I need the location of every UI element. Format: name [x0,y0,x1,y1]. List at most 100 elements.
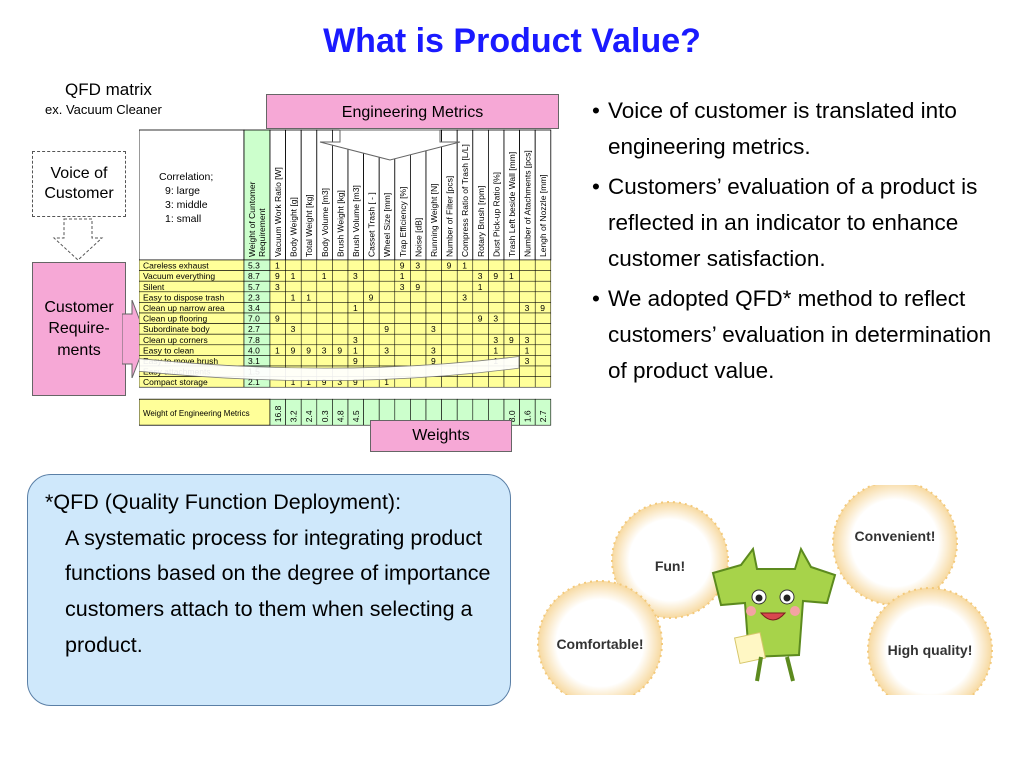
matrix-cell [378,302,396,314]
weight-row-label-cell [139,398,271,426]
matrix-cell [488,259,505,271]
matrix-cell [456,333,474,346]
matrix-cell [488,302,505,314]
matrix-cell-value: 3 [478,271,483,281]
matrix-cell-value: 1 [462,261,467,271]
matrix-cell [503,291,520,303]
matrix-cell [285,259,302,271]
matrix-cell [410,355,427,367]
matrix-cell [441,280,458,293]
matrix-cell-value: 3 [431,345,436,355]
qfd-definition-title: *QFD (Quality Function Deployment): [45,490,402,514]
matrix-cell [363,259,380,271]
matrix-cell [363,302,380,314]
matrix-cell [347,312,364,324]
matrix-cell [534,344,552,356]
matrix-cell-value: 9 [275,314,280,324]
matrix-cell-value: 1 [353,303,358,313]
matrix-cell-value: 9 [353,377,358,387]
requirement-label: Silent [143,282,165,292]
matrix-cell [347,280,364,293]
matrix-cell [363,355,380,367]
matrix-cell [534,323,552,335]
matrix-cell [363,280,380,293]
matrix-cell [410,312,427,324]
matrix-cell [503,376,520,388]
flow-swoosh-icon [139,356,520,382]
qfd-matrix-example: ex. Vacuum Cleaner [45,102,162,117]
bubble-convenient: Convenient! [832,485,958,606]
matrix-cell-value: 3 [400,282,405,292]
requirement-weight: 2.3 [248,292,260,302]
metric-header-text: Body Weight [g] [289,197,299,257]
requirement-label: Easy to dispose trash [143,292,225,302]
matrix-cell [503,312,520,324]
matrix-cell [363,323,380,335]
matrix-cell [300,259,318,271]
matrix-cell [441,291,458,303]
metric-header-text: Casset Trash [ - ] [367,192,377,257]
creq-line-2: Require- [48,320,110,338]
requirement-label: Vacuum everything [143,271,215,281]
matrix-cell [347,291,364,303]
matrix-cell-value: 9 [493,271,498,281]
matrix-cell [425,333,442,346]
metric-header-text: Wheel Size [mm] [382,193,392,257]
matrix-cell [285,355,302,367]
matrix-cell [300,302,318,314]
matrix-cell-value: 1 [478,282,483,292]
matrix-cell-value: 3 [275,282,280,292]
metric-header-text: Trash Left beside Wall [mm] [507,152,517,257]
matrix-cell [456,344,474,356]
weight-row-value: 4.5 [351,410,361,422]
matrix-cell-value: 9 [275,271,280,281]
correlation-legend-line: 3: middle [165,199,208,211]
matrix-cell [300,323,318,335]
metric-header-text: Vacuum Work Ratio [W] [273,167,283,257]
requirement-label: Clean up flooring [143,314,208,324]
matrix-cell [316,259,333,271]
matrix-cell-value: 3 [353,271,358,281]
requirement-label: Clean up corners [143,335,208,345]
matrix-cell [456,270,474,282]
matrix-cell [285,302,302,314]
matrix-cell-value: 1 [384,377,389,387]
matrix-cell-value: 9 [306,345,311,355]
matrix-cell [456,280,474,293]
matrix-cell [332,291,349,303]
matrix-cell [363,270,380,282]
matrix-cell-value: 1 [306,292,311,302]
metric-header-text: Total Weight [kg] [304,194,314,257]
matrix-cell [332,355,349,367]
matrix-cell [534,270,552,282]
matrix-cell [488,280,505,293]
bubble-fun-text: Fun! [655,558,685,574]
matrix-cell [519,376,536,388]
metric-header-text: Dust Pick-up Ratio [%] [491,172,501,257]
matrix-cell-value: 1 [275,261,280,271]
matrix-cell-value: 1 [306,377,311,387]
matrix-cell [410,333,427,346]
weight-row-value: 0.3 [320,410,330,422]
matrix-cell-value: 1 [322,271,327,281]
matrix-cell-value: 9 [353,356,358,366]
matrix-cell-value: 3 [493,335,498,345]
matrix-cell [269,323,286,335]
matrix-cell-value: 3 [337,377,342,387]
matrix-cell [410,270,427,282]
matrix-cell [378,259,396,271]
matrix-cell [472,302,489,314]
matrix-cell [300,355,318,367]
matrix-cell [394,302,411,314]
matrix-cell [378,280,396,293]
matrix-cell [441,270,458,282]
metric-header-text: Lengh of Nozzle [mm] [538,174,548,257]
metric-header-text: Noise [dB] [413,218,423,257]
matrix-cell [363,344,380,356]
matrix-cell [332,333,349,346]
requirement-label: Easy to move brush [143,356,218,366]
matrix-cell [269,291,286,303]
matrix-cell [378,291,396,303]
bubble-comfortable: Comfortable! [537,580,663,695]
matrix-cell [425,312,442,324]
